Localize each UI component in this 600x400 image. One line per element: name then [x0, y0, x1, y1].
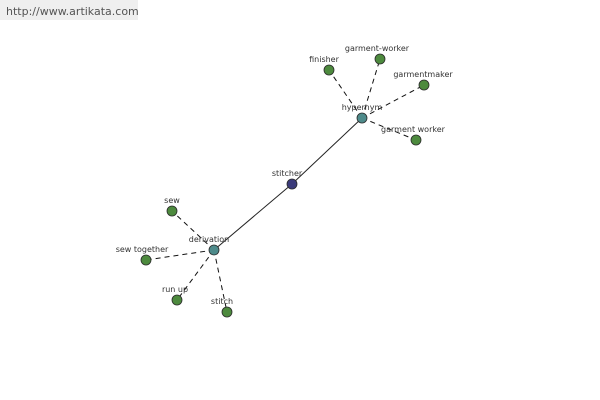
edge-derivation-sew-together	[145, 249, 215, 261]
edge-hypernym-finisher	[328, 69, 363, 119]
edge-derivation-stitch	[213, 249, 228, 313]
label-stitcher[interactable]: stitcher	[272, 169, 303, 178]
edge-hypernym-garment-worker-2	[361, 117, 417, 141]
source-url[interactable]: http://www.artikata.com	[0, 0, 139, 20]
label-garment-worker[interactable]: garment-worker	[345, 44, 410, 53]
label-finisher[interactable]: finisher	[309, 55, 339, 64]
node-garment-worker[interactable]	[374, 53, 386, 65]
label-hypernym[interactable]: hypernym	[342, 103, 383, 112]
label-garment-worker-2[interactable]: garment worker	[381, 125, 446, 134]
node-stitch[interactable]	[221, 306, 233, 318]
node-sew[interactable]	[166, 205, 178, 217]
label-derivation[interactable]: derivation	[189, 235, 229, 244]
graph-edges	[145, 58, 425, 313]
edge-derivation-run-up	[176, 249, 215, 301]
edge-hypernym-garment-worker	[361, 58, 381, 119]
edge-stitcher-derivation	[213, 183, 293, 251]
label-sew[interactable]: sew	[164, 196, 180, 205]
label-stitch[interactable]: stitch	[211, 297, 233, 306]
label-run-up[interactable]: run up	[162, 285, 188, 294]
edge-hypernym-garmentmaker	[361, 84, 425, 119]
node-derivation[interactable]	[208, 244, 220, 256]
label-sew-together[interactable]: sew together	[116, 245, 169, 254]
graph-nodes: stitcher hypernym derivation finisher garmen…	[116, 44, 453, 318]
edge-stitcher-hypernym	[291, 117, 363, 185]
node-run-up[interactable]	[171, 294, 183, 306]
node-stitcher[interactable]	[286, 178, 298, 190]
node-sew-together[interactable]	[140, 254, 152, 266]
node-garment-worker-2[interactable]	[410, 134, 422, 146]
node-garmentmaker[interactable]	[418, 79, 430, 91]
label-garmentmaker[interactable]: garmentmaker	[393, 70, 453, 79]
node-hypernym[interactable]	[356, 112, 368, 124]
node-finisher[interactable]	[323, 64, 335, 76]
edge-derivation-sew	[171, 210, 215, 251]
